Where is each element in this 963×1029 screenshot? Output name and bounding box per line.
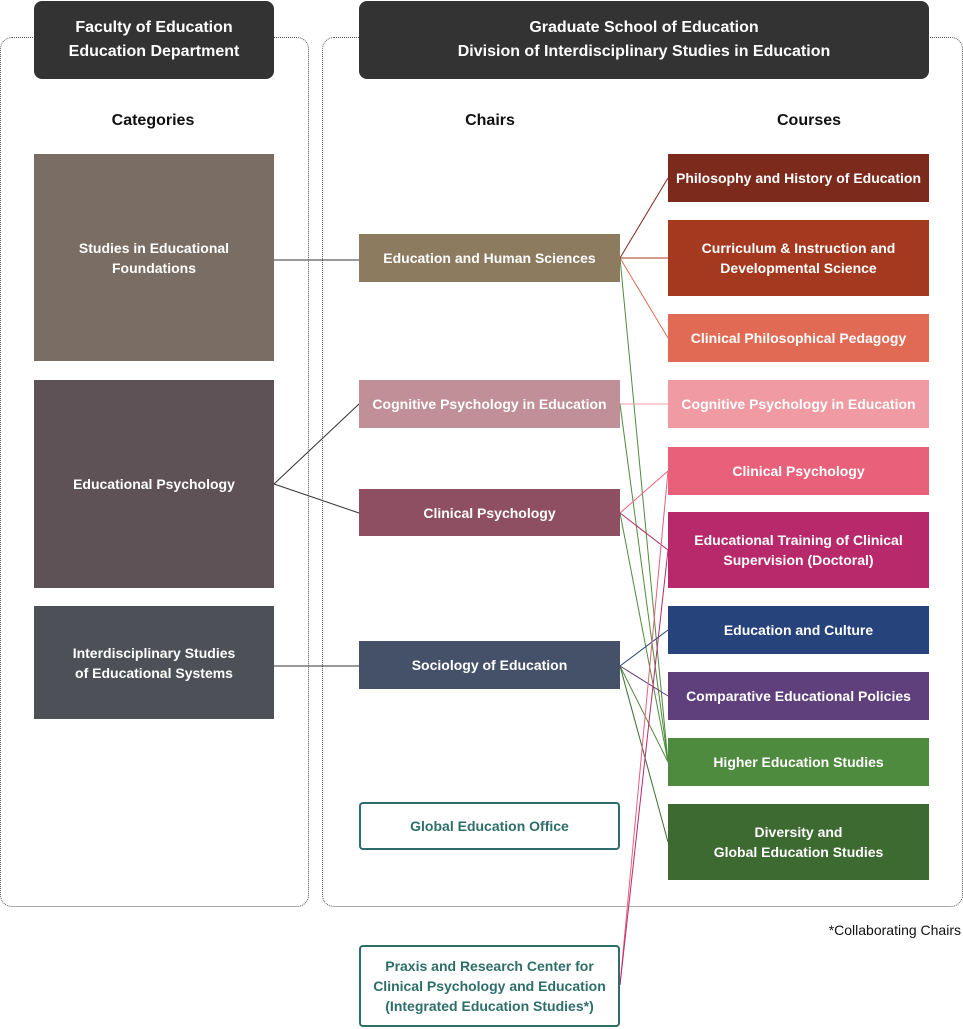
link-clin-higher-ed [619, 512, 669, 763]
category-label: Educational Psychology [73, 476, 235, 492]
course-clinical-psychology: Clinical Psychology [668, 447, 929, 495]
link-soc-diversity [619, 665, 669, 843]
category-label: of Educational Systems [75, 664, 233, 681]
chair-education-human-sciences: Education and Human Sciences [359, 234, 620, 282]
category-educational-psychology: Educational Psychology [34, 380, 274, 588]
graduate-header: Graduate School of Education Division of… [359, 1, 929, 79]
course-higher-education: Higher Education Studies [668, 738, 929, 786]
category-label: Foundations [112, 259, 196, 276]
categories-heading: Categories [111, 112, 195, 129]
category-label: Interdisciplinary Studies [72, 644, 236, 661]
course-label: Global Education Studies [713, 844, 884, 860]
course-label: Comparative Educational Policies [686, 688, 911, 704]
course-clinical-supervision: Educational Training of Clinical Supervi… [668, 512, 929, 588]
courses-heading: Courses [776, 112, 842, 129]
category-educational-foundations: Studies in Educational Foundations [34, 154, 274, 361]
praxis-line2: Clinical Psychology and Education [373, 978, 606, 994]
link-edpsych-to-clinical [273, 483, 360, 514]
course-label: Supervision (Doctoral) [723, 552, 874, 568]
category-label: Studies in Educational [78, 239, 230, 256]
course-label: Philosophy and History of Education [675, 170, 921, 186]
chair-sociology: Sociology of Education [359, 641, 620, 689]
course-label: Clinical Philosophical Pedagogy [690, 330, 907, 346]
chair-clinical-psychology: Clinical Psychology [359, 489, 620, 536]
chairs-heading: Chairs [465, 112, 515, 129]
course-label: Clinical Psychology [732, 463, 865, 479]
course-clinical-philosophical-pedagogy: Clinical Philosophical Pedagogy [668, 314, 929, 362]
graduate-header-line1: Graduate School of Education [529, 19, 759, 36]
praxis-line1: Praxis and Research Center for [385, 958, 594, 974]
course-label: Educational Training of Clinical [694, 532, 903, 548]
course-curriculum-instruction: Curriculum & Instruction and Development… [668, 220, 929, 296]
course-cognitive-psychology: Cognitive Psychology in Education [668, 380, 929, 428]
link-clin-clin [619, 470, 669, 514]
course-label: Education and Culture [723, 622, 874, 638]
link-ehs-higher-ed [619, 257, 669, 763]
link-soc-culture [619, 629, 669, 667]
link-ehs-pedagogy [619, 257, 669, 339]
course-comparative-policies: Comparative Educational Policies [668, 672, 929, 720]
global-education-office: Global Education Office [359, 802, 620, 850]
course-diversity-global: Diversity and Global Education Studies [668, 804, 929, 880]
link-cog-higher-ed [619, 403, 669, 763]
link-clin-supervision [619, 512, 669, 551]
faculty-header-line1: Faculty of Education [75, 19, 233, 36]
faculty-header-line2: Education Department [68, 43, 240, 60]
course-label: Curriculum & Instruction and [701, 240, 896, 256]
link-soc-comparative [619, 665, 669, 697]
link-ehs-philosophy [619, 177, 669, 259]
course-label: Cognitive Psychology in Education [681, 396, 916, 412]
global-office-label: Global Education Office [410, 818, 569, 834]
link-edpsych-to-cognitive [273, 403, 360, 485]
faculty-header: Faculty of Education Education Departmen… [34, 1, 274, 79]
category-educational-systems: Interdisciplinary Studies of Educational… [34, 606, 274, 719]
chair-cognitive-psychology: Cognitive Psychology in Education [359, 380, 620, 428]
course-philosophy-history: Philosophy and History of Education [668, 154, 929, 202]
course-education-culture: Education and Culture [668, 606, 929, 654]
course-label: Diversity and [754, 824, 843, 840]
course-label: Higher Education Studies [713, 754, 884, 770]
link-praxis-supervision [619, 549, 669, 986]
link-praxis-clin [619, 470, 669, 986]
course-label: Developmental Science [720, 260, 877, 276]
link-soc-higher-ed [619, 665, 669, 763]
footnote: *Collaborating Chairs [828, 922, 961, 938]
praxis-research-center: Praxis and Research Center for Clinical … [359, 945, 620, 1027]
praxis-line3: (Integrated Education Studies*) [385, 998, 594, 1014]
graduate-header-line2: Division of Interdisciplinary Studies in… [457, 43, 831, 60]
